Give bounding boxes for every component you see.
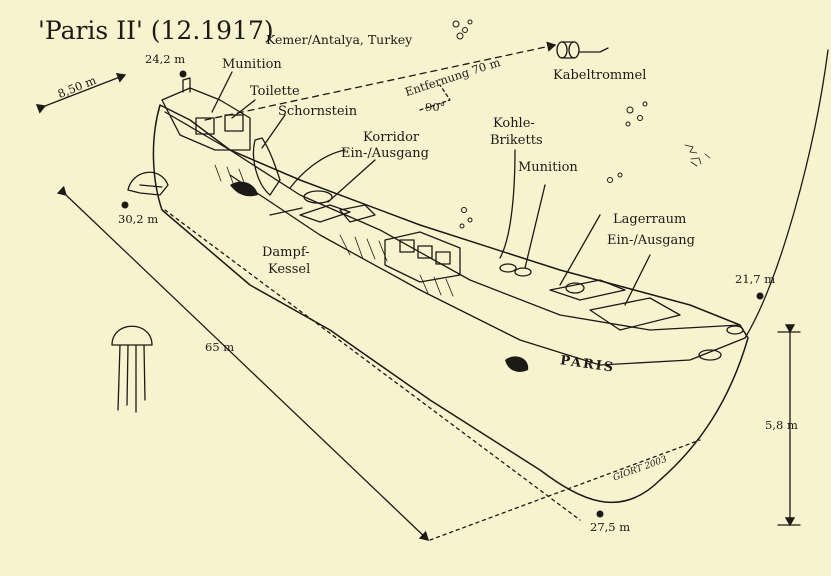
depth-stern: 21,7 m [735,272,776,286]
aft-hatch [549,279,626,301]
label-schornstein: Schornstein [278,104,358,119]
label-munition-mid: Munition [518,160,578,175]
label-kabeltrommel: Kabeltrommel [553,68,647,83]
storage-hatch [589,297,681,331]
label-munition-top: Munition [222,57,282,72]
page-title: 'Paris II' (12.1917) [38,16,274,45]
depth-point-bow-bottom [121,201,129,209]
depth-point-bow-top [179,70,187,78]
porthole-2 [224,114,244,132]
cable-reel-icon [556,41,609,59]
depth-keel: 27,5 m [590,520,631,534]
label-kohle-1: Kohle- [493,116,535,131]
label-korridor-2: Ein-/Ausgang [341,146,429,161]
boiler-1 [303,190,333,204]
mast-stub [182,77,191,93]
propeller-icon [127,171,169,196]
length-dimension: 65 m [205,340,235,354]
funnel [252,137,281,196]
depth-bow-top: 24,2 m [145,52,186,66]
depth-point-stern [756,292,764,300]
label-kohle-2: Briketts [490,133,543,148]
bridge-house [161,87,251,151]
label-dampf-1: Dampf- [262,245,310,260]
label-lager-1: Lagerraum [613,212,687,227]
porthole-1 [195,117,215,135]
depth-point-keel [596,510,604,518]
depth-bow-bottom: 30,2 m [118,212,159,226]
angle-label: 90° [425,100,446,114]
stern-porthole [698,349,722,361]
jellyfish-icon [111,325,153,413]
label-korridor-1: Korridor [363,130,420,145]
location-subtitle: Kemer/Antalya, Turkey [266,32,413,47]
label-dampf-2: Kessel [268,262,311,277]
label-toilette: Toilette [250,84,300,99]
height-dimension: 5,8 m [765,418,798,432]
label-lager-2: Ein-/Ausgang [607,233,695,248]
